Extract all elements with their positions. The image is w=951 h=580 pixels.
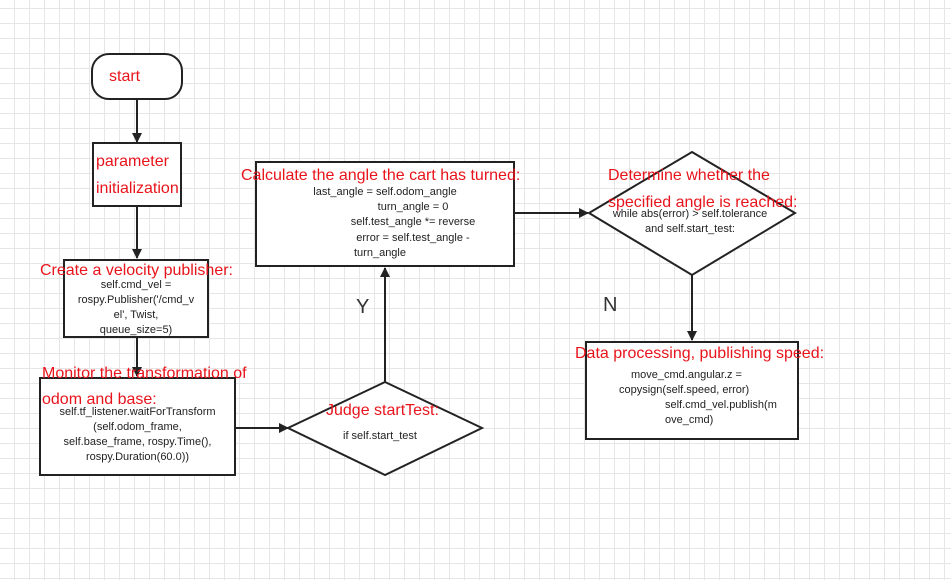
determine-title-line1: Determine whether the <box>608 167 770 184</box>
code-line: error = self.test_angle - <box>356 231 470 244</box>
calc-angle-node[interactable] <box>255 161 515 267</box>
monitor-tf-title-line1: Monitor the transformation of <box>42 365 247 382</box>
code-line: turn_angle = 0 <box>377 201 449 214</box>
data-processing-code: move_cmd.angular.z = copysign(self.speed… <box>585 368 799 428</box>
velocity-publisher-node[interactable] <box>63 259 209 338</box>
judge-diamond[interactable] <box>285 380 485 477</box>
code-line: move_cmd.angular.z = <box>631 369 742 381</box>
code-line: self.cmd_vel.publish(m <box>665 399 777 411</box>
code-line: rospy.Duration(60.0)) <box>85 451 190 463</box>
no-branch-label: N <box>603 294 618 316</box>
yes-branch-label: Y <box>356 296 370 318</box>
determine-title-line2: specified angle is reached: <box>608 194 798 211</box>
start-label: start <box>109 68 141 85</box>
code-line: self.test_angle *= reverse <box>350 216 476 229</box>
determine-code: while abs(error) > self.tolerance and se… <box>592 207 788 237</box>
code-line: rospy.Publisher('/cmd_v <box>77 294 195 306</box>
code-line: self.cmd_vel = <box>100 279 172 291</box>
code-line: and self.start_test: <box>645 223 735 235</box>
velocity-publisher-code: self.cmd_vel = rospy.Publisher('/cmd_v e… <box>63 278 209 338</box>
determine-diamond[interactable] <box>587 150 797 277</box>
calc-angle-code: last_angle = self.odom_angle turn_angle … <box>280 185 490 261</box>
code-line: (self.odom_frame, <box>93 421 182 433</box>
code-line: last_angle = self.odom_angle <box>313 186 457 198</box>
monitor-tf-code: self.tf_listener.waitForTransform (self.… <box>39 405 236 465</box>
code-line: ove_cmd) <box>665 414 714 426</box>
param-init-label-line1: parameter <box>96 153 169 170</box>
data-processing-title: Data processing, publishing speed: <box>575 345 825 362</box>
code-line: turn_angle <box>354 246 406 259</box>
calc-angle-title: Calculate the angle the cart has turned: <box>241 167 521 184</box>
param-init-node[interactable] <box>92 142 182 207</box>
judge-title: Judge startTest: <box>326 402 439 419</box>
judge-code: if self.start_test <box>343 430 417 442</box>
data-processing-node[interactable] <box>585 341 799 440</box>
param-init-label-line2: initialization <box>96 180 179 197</box>
code-line: while abs(error) > self.tolerance <box>612 208 768 220</box>
velocity-publisher-title: Create a velocity publisher: <box>40 262 233 279</box>
code-line: el', Twist, <box>113 309 159 321</box>
code-line: self.base_frame, rospy.Time(), <box>63 436 212 448</box>
code-line: copysign(self.speed, error) <box>619 384 750 396</box>
code-line: queue_size=5) <box>99 324 173 336</box>
code-line: self.tf_listener.waitForTransform <box>59 406 216 418</box>
monitor-tf-node[interactable] <box>39 377 236 476</box>
start-node[interactable] <box>91 53 183 100</box>
monitor-tf-title-line2: odom and base: <box>42 391 157 408</box>
